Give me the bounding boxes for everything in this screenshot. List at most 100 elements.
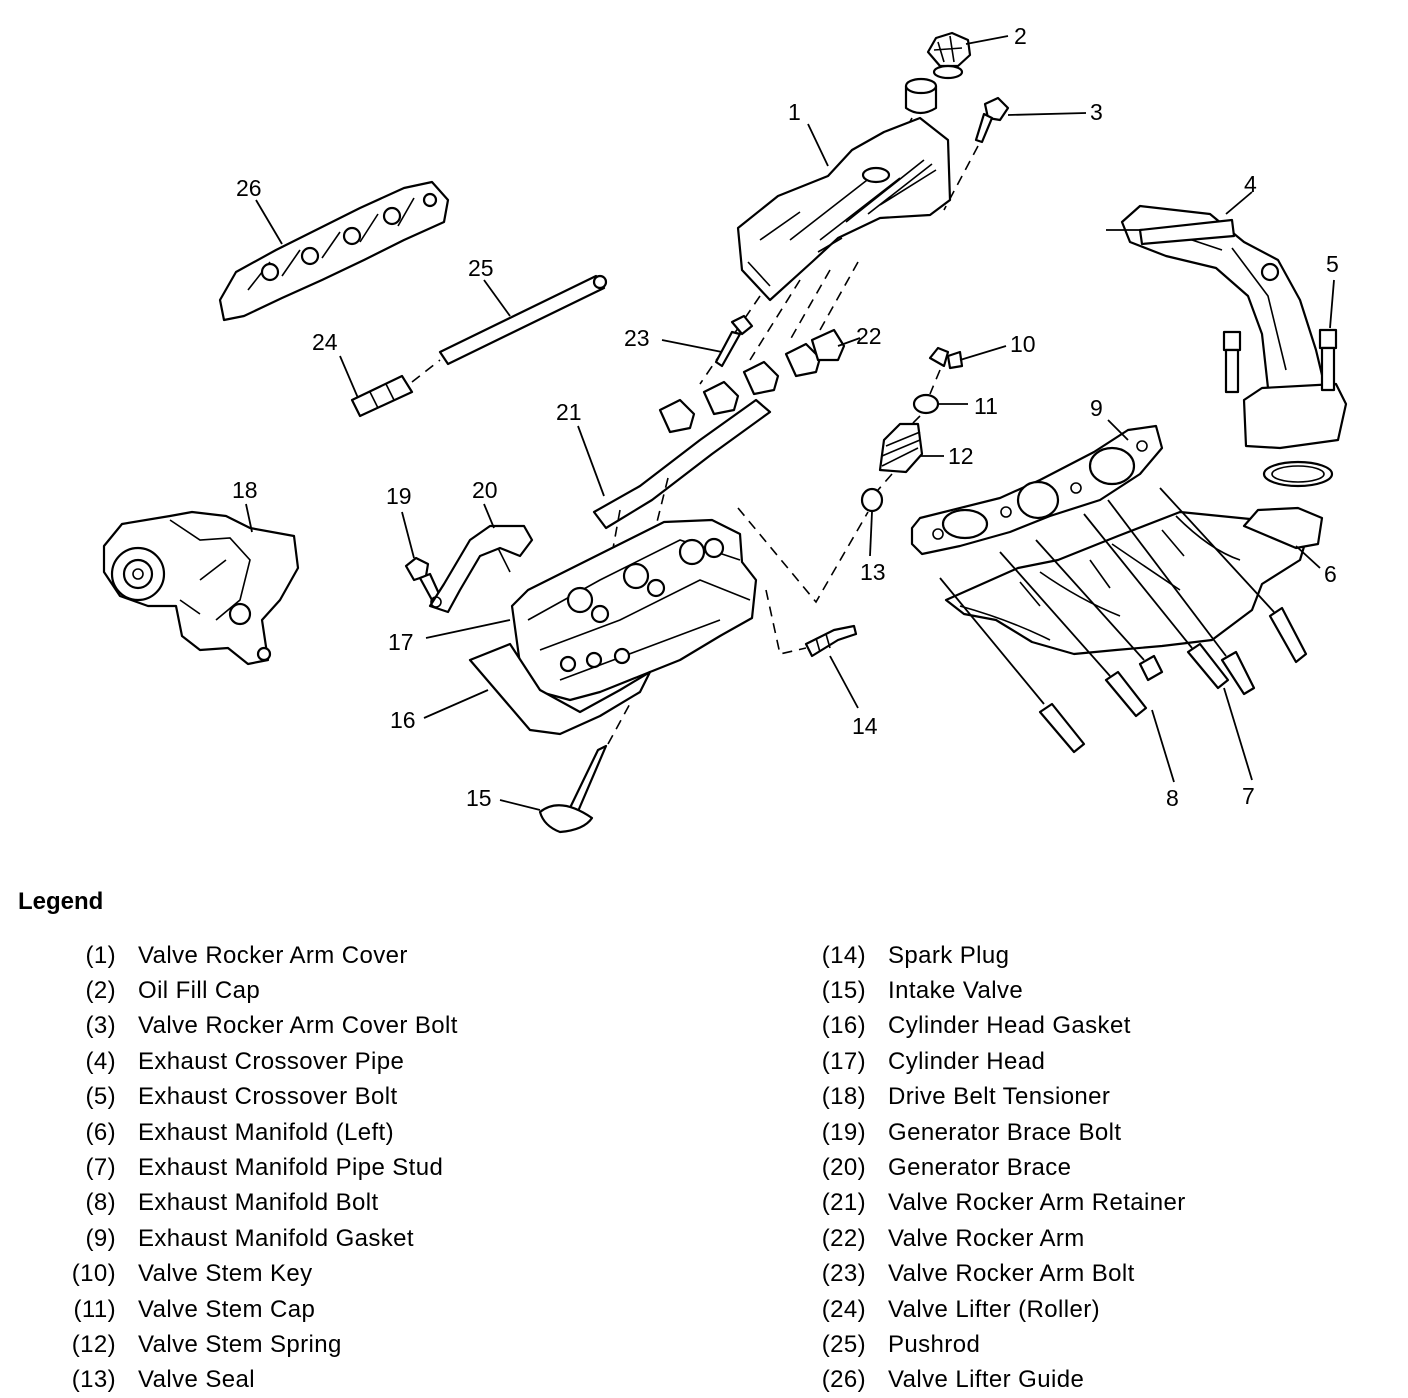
callout-14: 14 (852, 713, 878, 739)
legend-item: (20)Generator Brace (818, 1150, 1186, 1185)
legend-number: (14) (821, 941, 866, 969)
legend-label: Exhaust Manifold Gasket (138, 1224, 415, 1252)
callout-9: 9 (1090, 395, 1103, 421)
callout-18: 18 (232, 477, 258, 503)
legend-item: (8)Exhaust Manifold Bolt (68, 1186, 458, 1221)
legend-number: (1) (85, 941, 116, 969)
legend-number: (23) (821, 1260, 866, 1288)
legend-item: (2)Oil Fill Cap (68, 973, 458, 1008)
callout-6: 6 (1324, 561, 1337, 587)
valve-stem-parts (737, 346, 964, 604)
legend-item: (21) Valve Rocker Arm Retainer (818, 1186, 1186, 1221)
legend-item: (5)Exhaust Crossover Bolt (68, 1080, 458, 1115)
legend-number: (16) (821, 1012, 866, 1040)
legend-number: (7) (85, 1154, 116, 1182)
legend-number: (24) (821, 1295, 866, 1323)
callout-17: 17 (388, 629, 414, 655)
callout-7: 7 (1242, 783, 1255, 809)
legend-number: (12) (71, 1330, 116, 1358)
callout-16: 16 (390, 707, 416, 733)
legend-number: (25) (821, 1330, 866, 1358)
callout-24: 24 (312, 329, 338, 355)
callout-11: 11 (974, 393, 998, 419)
legend-item: (7) Exhaust Manifold Pipe Stud (68, 1150, 458, 1185)
legend-column-left: (1) Valve Rocker Arm Cover (2)Oil Fill Ca… (68, 938, 458, 1398)
legend-number: (3) (85, 1012, 116, 1040)
legend-label: Drive Belt Tensioner (888, 1083, 1111, 1111)
legend-item: (10) Valve Stem Key (68, 1257, 458, 1292)
legend-label: Exhaust Manifold Bolt (138, 1189, 379, 1217)
valve-rocker-arms (658, 261, 859, 434)
callout-20: 20 (472, 477, 498, 503)
exploded-engine-diagram: 1 2 3 4 5 6 7 8 9 10 11 12 13 14 15 16 1… (102, 23, 1348, 834)
callout-2: 2 (1014, 23, 1027, 49)
legend-label: Exhaust Manifold Pipe Stud (138, 1154, 444, 1182)
legend-label: Valve Rocker Arm Cover (138, 941, 408, 969)
legend-number: (26) (821, 1366, 866, 1394)
valve-lifter-roller (350, 359, 441, 418)
legend-label: Exhaust Manifold (Left) (138, 1118, 394, 1146)
legend-item: (23) Valve Rocker Arm Bolt (818, 1257, 1186, 1292)
legend-number: (13) (71, 1366, 116, 1394)
legend-item: (12)Valve Stem Spring (68, 1327, 458, 1362)
legend-label: Valve Stem Key (138, 1260, 313, 1288)
callout-3: 3 (1090, 99, 1103, 125)
legend-label: Valve Rocker Arm Retainer (888, 1189, 1186, 1217)
legend-item: (4)Exhaust Crossover Pipe (68, 1044, 458, 1079)
legend-number: (9) (85, 1224, 116, 1252)
legend-number: (21) (821, 1189, 866, 1217)
legend-number: (4) (85, 1047, 116, 1075)
generator-brace-bolt (404, 556, 442, 602)
legend-item: (1) Valve Rocker Arm Cover (68, 938, 458, 973)
legend-number: (17) (821, 1047, 866, 1075)
valve-rocker-arm-cover-bolt (943, 96, 1010, 211)
exhaust-manifold-studs-bolts (939, 487, 1308, 754)
legend-label: Valve Stem Cap (138, 1295, 316, 1323)
legend-label: Cylinder Head Gasket (888, 1012, 1131, 1040)
legend-number: (19) (821, 1118, 866, 1146)
legend-item: (9) Exhaust Manifold Gasket (68, 1221, 458, 1256)
legend-label: Exhaust Crossover Bolt (138, 1083, 398, 1111)
valve-rocker-arm-bolt (714, 314, 754, 368)
legend-item: (18)Drive Belt Tensioner (818, 1080, 1186, 1115)
cylinder-head-gasket (468, 642, 652, 736)
legend-title: Legend (18, 888, 104, 915)
legend-number: (22) (821, 1224, 866, 1252)
valve-rocker-arm-cover (736, 116, 952, 302)
legend-label: Intake Valve (888, 977, 1024, 1005)
callout-19: 19 (386, 483, 412, 509)
callout-4: 4 (1244, 171, 1257, 197)
callout-numbers: 1 2 3 4 5 6 7 8 9 10 11 12 13 14 15 16 1… (232, 23, 1339, 811)
legend-item: (13) Valve Seal (68, 1363, 458, 1398)
legend-label: Pushrod (888, 1330, 981, 1358)
legend-item: (19)Generator Brace Bolt (818, 1115, 1186, 1150)
valve-lifter-guide (218, 180, 450, 322)
legend-item: (24) Valve Lifter (Roller) (818, 1292, 1186, 1327)
exhaust-manifold-left (944, 506, 1324, 656)
legend-label: Oil Fill Cap (138, 977, 261, 1005)
generator-brace (428, 524, 534, 614)
legend-item: (6)Exhaust Manifold (Left) (68, 1115, 458, 1150)
legend-label: Valve Lifter (Roller) (888, 1295, 1101, 1323)
legend-number: (11) (73, 1295, 116, 1323)
callout-1: 1 (788, 99, 801, 125)
oil-fill-cap (879, 31, 972, 176)
legend-label: Generator Brace (888, 1154, 1072, 1182)
legend-item: (22)Valve Rocker Arm (818, 1221, 1186, 1256)
legend-number: (10) (71, 1260, 116, 1288)
legend-item: (17)Cylinder Head (818, 1044, 1186, 1079)
callout-26: 26 (236, 175, 262, 201)
legend-column-right: (14)Spark Plug (15)Intake Valve (16)Cyli… (818, 938, 1186, 1398)
intake-valve (538, 699, 633, 834)
legend-label: Valve Seal (138, 1366, 255, 1394)
legend-item: (26) Valve Lifter Guide (818, 1363, 1186, 1398)
callout-8: 8 (1166, 785, 1179, 811)
drive-belt-tensioner (102, 510, 300, 666)
cylinder-head (510, 518, 758, 702)
legend-item: (11) Valve Stem Cap (68, 1292, 458, 1327)
callout-23: 23 (624, 325, 650, 351)
legend-label: Valve Lifter Guide (888, 1366, 1085, 1394)
pushrod (438, 274, 608, 366)
legend-item: (3)Valve Rocker Arm Cover Bolt (68, 1009, 458, 1044)
legend-label: Valve Rocker Arm Bolt (888, 1260, 1135, 1288)
